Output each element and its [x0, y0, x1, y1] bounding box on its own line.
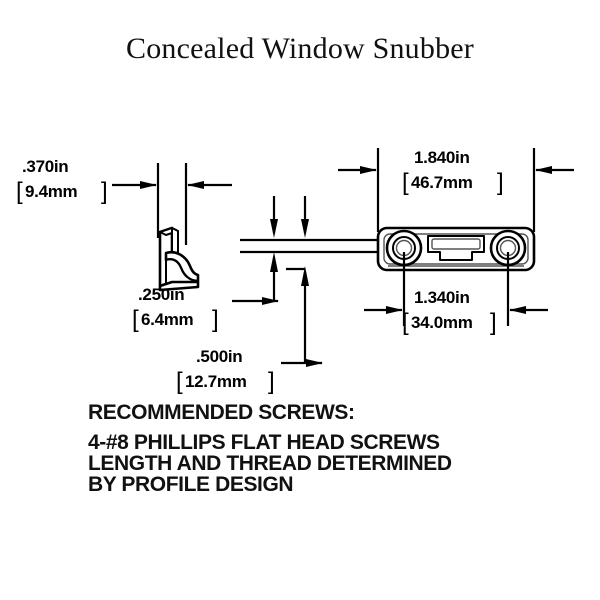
dimension-value-metric: 9.4mm	[25, 182, 78, 201]
dimension-hole-spacing-1340in: 1.340in [ 34.0mm ]	[364, 252, 548, 336]
dimension-value-inch: 1.340in	[414, 288, 470, 307]
arrowhead	[262, 297, 279, 305]
dimension-value-inch: .370in	[22, 157, 68, 176]
plate-center-boss-inner	[431, 238, 481, 250]
bracket-open: [	[16, 178, 23, 205]
bracket-close: ]	[212, 306, 219, 333]
bracket-open: [	[402, 309, 409, 336]
notes-line-1: 4-#8 PHILLIPS FLAT HEAD SCREWS	[88, 431, 440, 454]
bracket-close: ]	[490, 309, 497, 336]
center-leader-lines	[270, 196, 309, 363]
dimension-value-metric: 6.4mm	[141, 310, 194, 329]
page-title: Concealed Window Snubber	[126, 32, 474, 65]
plate-reference-lines	[240, 238, 390, 254]
dimension-overall-length-1840in: 1.840in [ 46.7mm ]	[338, 148, 574, 232]
arrowhead	[360, 166, 377, 174]
arrowhead	[535, 166, 552, 174]
arrowhead	[509, 306, 526, 314]
dimension-depth-500in: .500in [ 12.7mm ]	[176, 347, 323, 395]
dimension-height-250in: .250in [ 6.4mm ]	[132, 285, 279, 333]
notes-line-3: BY PROFILE DESIGN	[88, 473, 293, 496]
bracket-open: [	[132, 306, 139, 333]
dimension-value-metric: 34.0mm	[411, 313, 473, 332]
arrowhead	[301, 266, 309, 286]
front-plate-view	[376, 226, 536, 272]
bracket-close: ]	[497, 169, 504, 196]
bracket-close: ]	[268, 368, 275, 395]
dimension-value-metric: 12.7mm	[185, 372, 247, 391]
arrowhead	[270, 219, 278, 238]
bracket-open: [	[176, 368, 183, 395]
arrowhead	[187, 181, 204, 189]
arrowhead	[386, 306, 403, 314]
dimension-value-metric: 46.7mm	[411, 173, 473, 192]
dimension-value-inch: 1.840in	[414, 148, 470, 167]
bracket-open: [	[402, 169, 409, 196]
arrowhead	[140, 181, 157, 189]
notes-heading: RECOMMENDED SCREWS:	[88, 401, 355, 424]
arrowhead	[301, 219, 309, 238]
notes-block: RECOMMENDED SCREWS: 4-#8 PHILLIPS FLAT H…	[88, 401, 452, 496]
dimension-value-inch: .250in	[138, 285, 184, 304]
side-profile-view	[158, 226, 200, 292]
notes-line-2: LENGTH AND THREAD DETERMINED	[88, 452, 452, 475]
dimension-thickness-370in: .370in [ 9.4mm ]	[16, 157, 232, 245]
arrowhead	[306, 359, 323, 367]
dimension-value-inch: .500in	[196, 347, 242, 366]
bracket-close: ]	[101, 178, 108, 205]
arrowhead	[270, 252, 278, 272]
profile-base	[158, 280, 200, 292]
